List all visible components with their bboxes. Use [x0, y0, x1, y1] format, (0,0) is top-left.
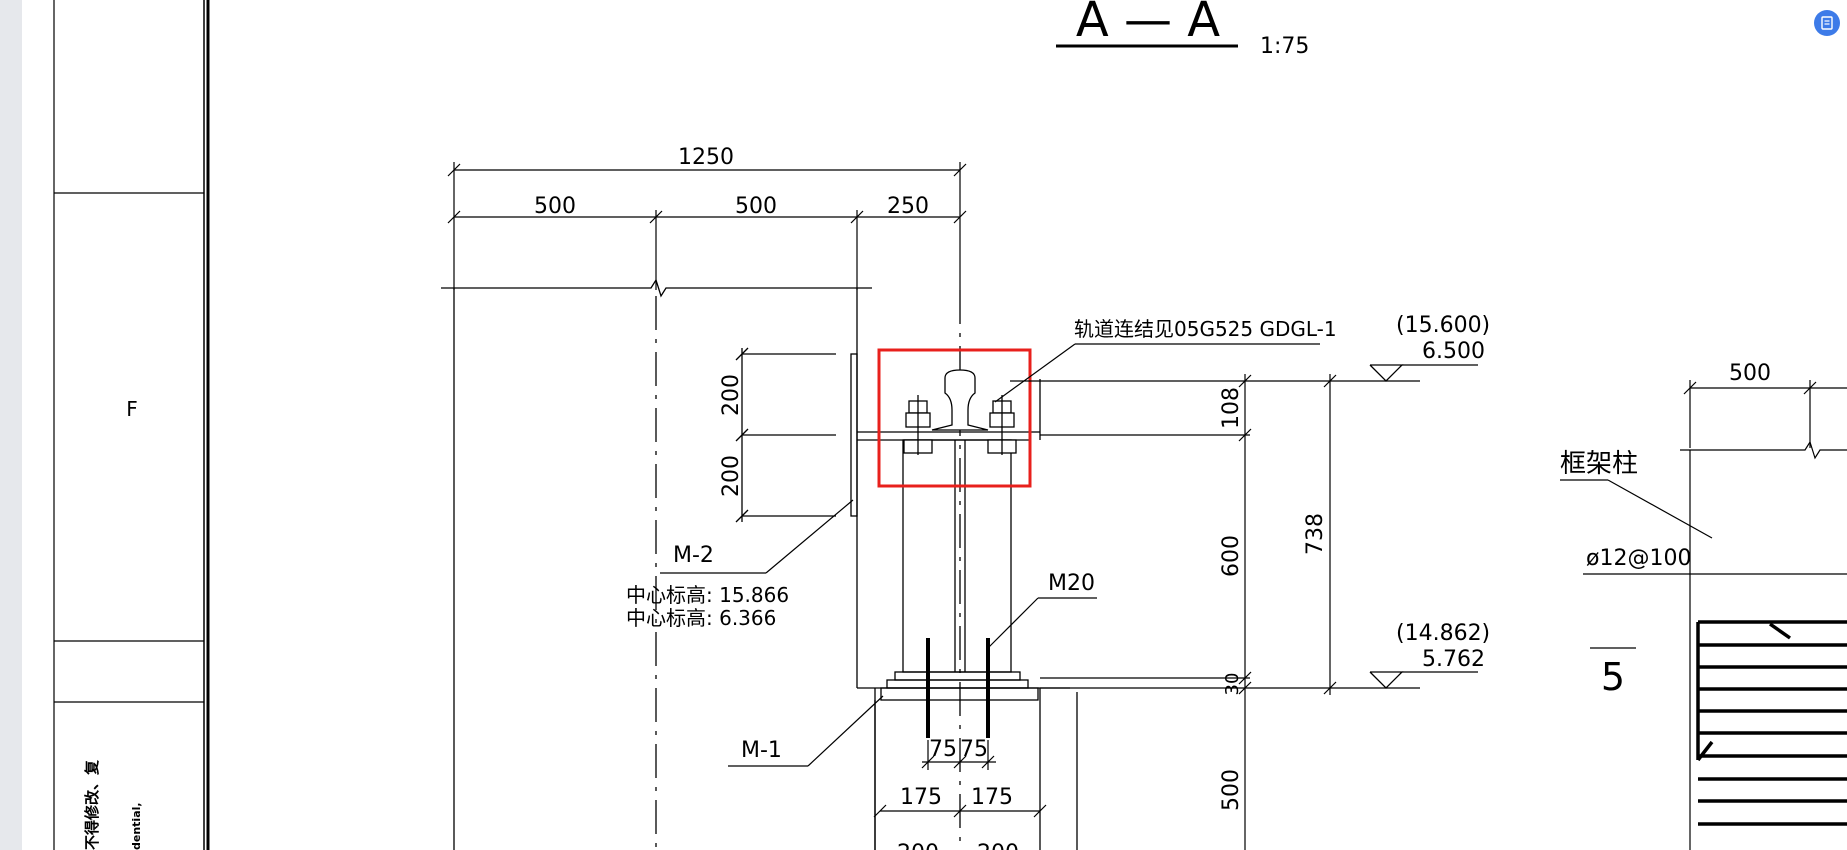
m1-label: M-1: [741, 738, 782, 763]
dim-75-left: 75: [929, 737, 957, 762]
right-detail: [1560, 380, 1847, 850]
right-hatching: [1696, 620, 1847, 826]
section-title: A — A: [1076, 0, 1220, 48]
m2-leader: [660, 499, 854, 574]
dim-175-left: 175: [900, 785, 942, 810]
dim-175-right: 175: [971, 785, 1013, 810]
m20-leader: [987, 597, 1097, 649]
elev-top-paren: (15.600): [1396, 313, 1490, 338]
rebar-label: ø12@100: [1586, 546, 1691, 571]
title-block-letter: F: [126, 397, 138, 421]
rail-note-leader: [994, 343, 1320, 403]
dim-500-vertical: 500: [1219, 769, 1244, 811]
top-dimension-lines: [447, 162, 967, 290]
right-vertical-dims: [1010, 374, 1420, 850]
elev-bottom-paren: (14.862): [1396, 621, 1490, 646]
m2-label: M-2: [673, 543, 714, 568]
dim-738: 738: [1303, 513, 1328, 555]
section-scale: 1:75: [1260, 34, 1309, 59]
title-block-frame: [53, 0, 210, 850]
dim-500-b: 500: [735, 194, 777, 219]
title-block-note-cn: 不得修改、复: [83, 759, 101, 850]
elev-top: 6.500: [1422, 339, 1485, 364]
elevation-markers: [1369, 364, 1478, 689]
viewer-tool-button[interactable]: [1814, 10, 1840, 36]
dim-200-bottom-right: 200: [977, 841, 1019, 850]
m1-leader: [728, 695, 884, 767]
center-elev-2: 中心标高: 6.366: [626, 606, 776, 630]
centerlines: [655, 290, 961, 850]
frame-column-label: 框架柱: [1560, 449, 1638, 479]
dim-108: 108: [1219, 387, 1244, 429]
center-elev-1: 中心标高: 15.866: [626, 583, 789, 607]
dim-500-a: 500: [534, 194, 576, 219]
dim-250: 250: [887, 194, 929, 219]
viewer-left-gutter: [0, 0, 22, 850]
dim-200-upper: 200: [719, 374, 744, 416]
dim-1250: 1250: [678, 145, 734, 170]
document-icon: [1821, 16, 1833, 30]
dim-600: 600: [1219, 535, 1244, 577]
dim-200-bottom-left: 200: [897, 841, 939, 850]
dim-500-right: 500: [1729, 361, 1771, 386]
rail-note: 轨道连结见05G525 GDGL-1: [1074, 317, 1337, 341]
bottom-dims: [873, 740, 1047, 818]
embedded-plate-m2: [735, 347, 858, 523]
section-number: 5: [1601, 655, 1625, 699]
highlight-box[interactable]: [877, 348, 1032, 488]
rail-assembly: [903, 369, 1017, 455]
anchor-bolts: [926, 638, 990, 738]
dim-200-lower: 200: [719, 455, 744, 497]
dim-30: 30: [1222, 673, 1243, 696]
m20-label: M20: [1048, 571, 1095, 596]
dim-75-right: 75: [960, 737, 988, 762]
column-outline: [441, 278, 1078, 850]
elev-bottom: 5.762: [1422, 647, 1485, 672]
title-block-note-en: dential,: [130, 802, 143, 850]
